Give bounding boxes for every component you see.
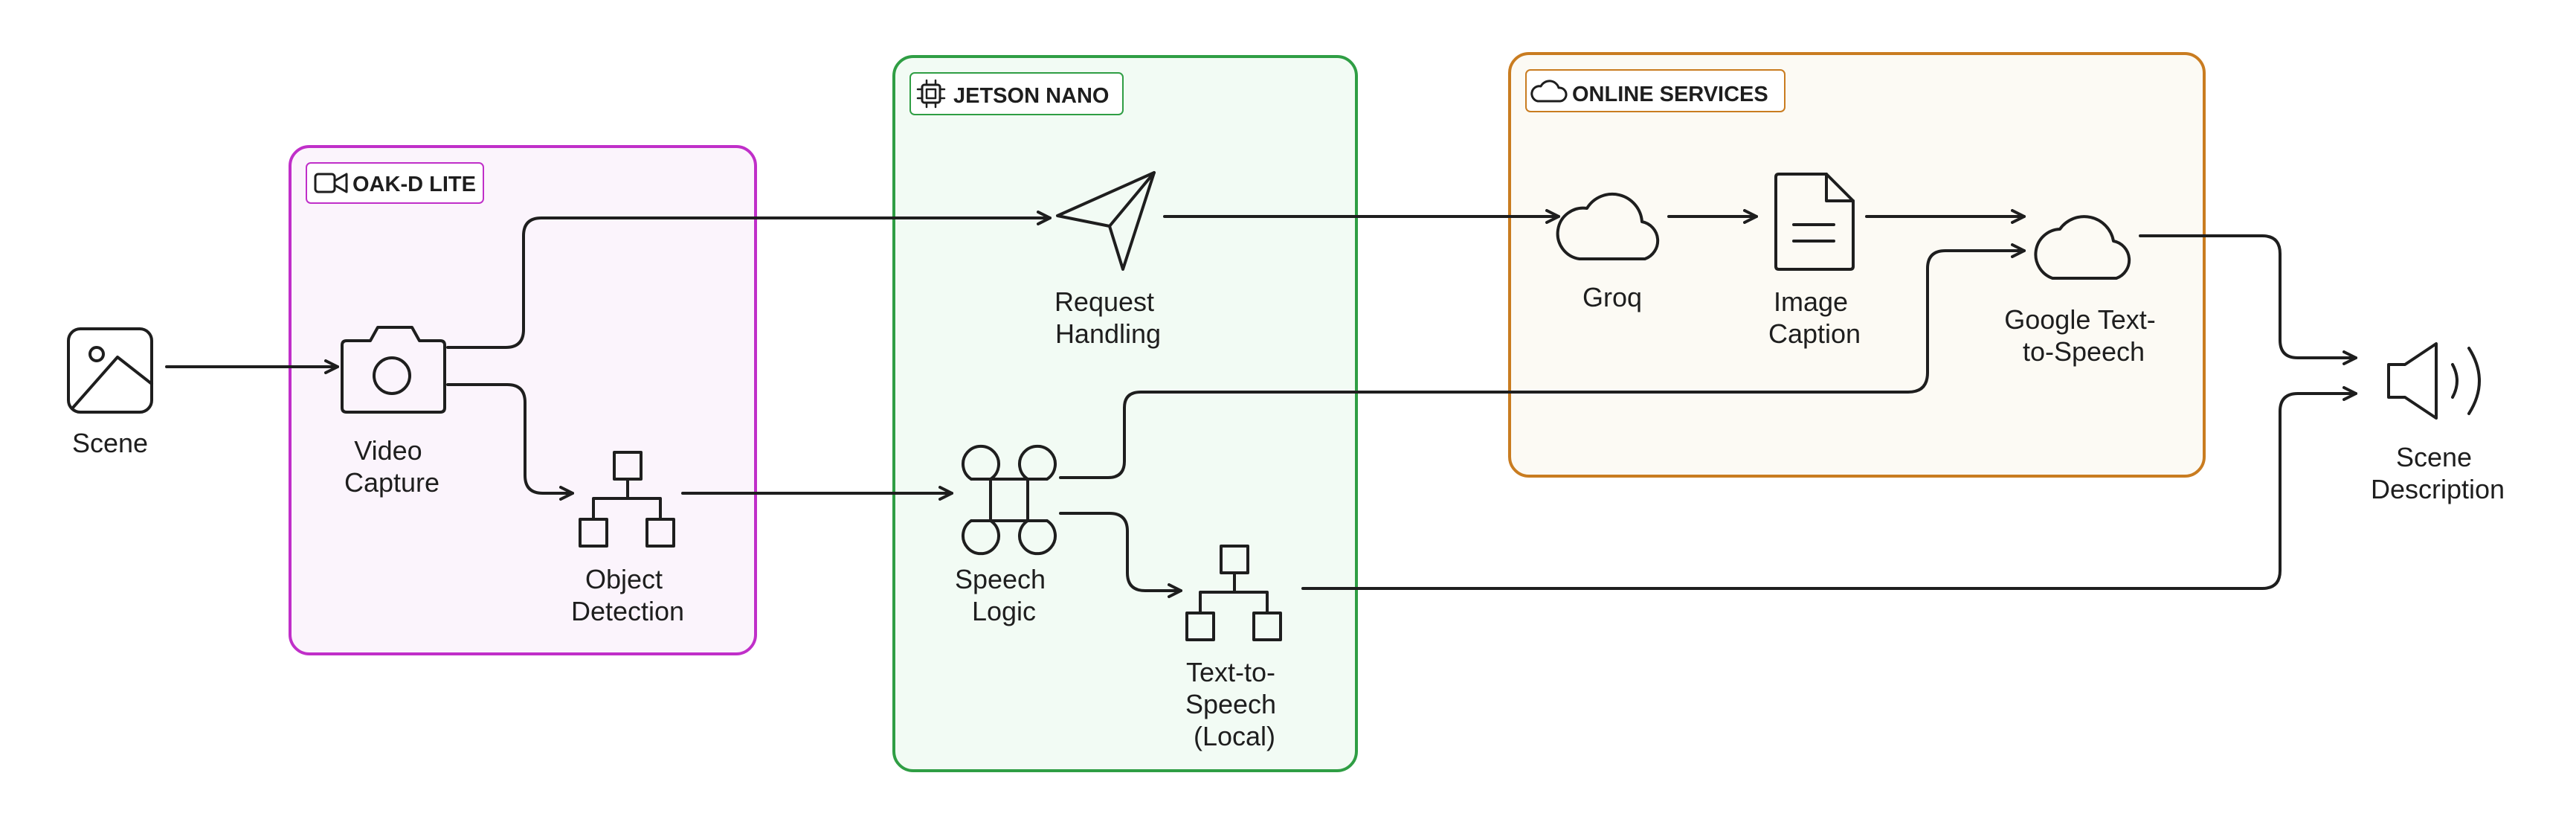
node-request-handling-label: Request Handling: [1054, 286, 1162, 349]
node-image-caption: Image Caption: [1768, 173, 1861, 349]
group-jetson-title: JETSON NANO: [953, 84, 1109, 108]
node-tts-local: Text-to- Speech (Local): [1185, 545, 1284, 751]
node-video-capture-label: Video Capture: [344, 435, 439, 498]
command-key-icon: [962, 444, 1057, 556]
send-plane-icon: [1056, 171, 1156, 271]
node-object-detection: Object Detection: [571, 451, 684, 626]
node-speech-logic-label: Speech Logic: [955, 564, 1053, 626]
connectors: [165, 209, 2357, 598]
node-scene-description-label: Scene Description: [2371, 442, 2505, 504]
node-image-caption-label: Image Caption: [1768, 286, 1861, 349]
image-icon: [67, 327, 153, 414]
hierarchy-icon: [579, 451, 675, 548]
group-jetson-title-box: [909, 72, 1124, 115]
node-speech-logic: Speech Logic: [955, 444, 1057, 626]
cloud-icon: [2034, 215, 2131, 280]
group-online-frame: [1508, 52, 2206, 478]
node-request-handling: Request Handling: [1054, 171, 1162, 349]
node-groq-label: Groq: [1582, 282, 1642, 312]
camera-icon: [341, 326, 446, 414]
connector-speech-to-google: [1059, 243, 2026, 479]
group-oak-d-lite: OAK-D LITE: [289, 145, 757, 655]
cloud-icon: [1556, 192, 1660, 260]
connector-video-to-object: [446, 383, 574, 501]
node-scene-description: Scene Description: [2371, 342, 2505, 504]
connector-local-tts-to-description: [1301, 386, 2357, 590]
cpu-chip-icon: [916, 79, 946, 109]
node-google-tts: Google Text- to-Speech: [2004, 215, 2163, 367]
cloud-icon: [1530, 80, 1568, 103]
group-oak-frame: [289, 145, 757, 655]
node-object-detection-label: Object Detection: [571, 564, 684, 626]
video-camera-icon: [314, 173, 348, 193]
document-icon: [1774, 173, 1855, 271]
node-video-capture: Video Capture: [341, 326, 446, 498]
group-online-title-box: [1525, 69, 1786, 112]
node-scene-label: Scene: [72, 428, 148, 458]
hierarchy-icon: [1185, 545, 1282, 641]
node-tts-local-label: Text-to- Speech (Local): [1185, 657, 1284, 751]
node-groq: Groq: [1556, 192, 1660, 312]
node-google-tts-label: Google Text- to-Speech: [2004, 304, 2163, 367]
group-online-services: ONLINE SERVICES: [1508, 52, 2206, 478]
connector-speech-to-local-tts: [1059, 512, 1182, 598]
node-scene: Scene: [67, 327, 153, 458]
group-oak-title-box: [306, 162, 484, 204]
connector-video-to-request: [446, 211, 1052, 349]
group-oak-title: OAK-D LITE: [352, 173, 476, 196]
group-online-title: ONLINE SERVICES: [1572, 83, 1768, 106]
speaker-icon: [2387, 342, 2481, 420]
connector-google-to-description: [2139, 234, 2357, 365]
